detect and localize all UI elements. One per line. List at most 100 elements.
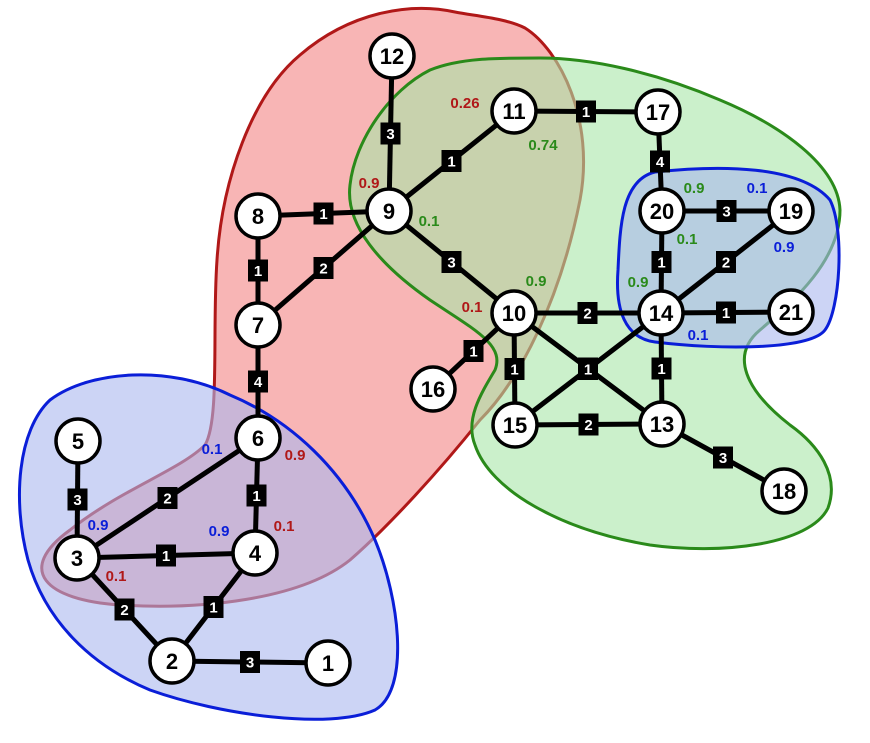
membership-value-node-14-blue: 0.1: [688, 327, 709, 344]
edge-weight-label: 1: [510, 362, 518, 379]
edge-weight-box: [504, 358, 525, 380]
graph-node-21: 21: [767, 288, 815, 336]
edge-weight-box: [313, 257, 334, 279]
graph-node-17: 17: [634, 88, 682, 136]
edge-weight-label: 1: [254, 263, 262, 280]
graph-node-9: 9: [365, 187, 413, 235]
node-circle: [638, 400, 686, 448]
edge-weight-label: 1: [319, 206, 327, 223]
edge-weight-label: 2: [583, 306, 591, 323]
edge-weight-box: [716, 251, 736, 273]
edge-weight-label: 3: [722, 204, 730, 221]
edge-weight-label: 1: [722, 305, 730, 322]
node-label: 15: [503, 413, 527, 438]
edge-weight-label: 1: [469, 344, 477, 361]
edge-weight-box: [313, 202, 334, 225]
node-circle: [638, 187, 686, 235]
graph-node-4: 4: [231, 529, 279, 577]
edge-weight-label: 3: [719, 450, 727, 467]
node-label: 2: [166, 649, 178, 674]
graph-node-8: 8: [234, 192, 282, 240]
membership-value-node-14-green: 0.9: [628, 274, 649, 291]
membership-value-node-20-blue: 0.1: [747, 180, 768, 197]
membership-value-node-10-green: 0.9: [526, 273, 547, 290]
edge-weight-box: [577, 302, 598, 324]
node-circle: [490, 87, 538, 135]
edge-weight-label: 1: [162, 548, 170, 565]
edge-weight-label: 1: [657, 361, 665, 378]
node-label: 19: [779, 199, 803, 224]
node-circle: [368, 32, 416, 80]
node-circle: [767, 288, 815, 336]
edge-weight-label: 3: [447, 255, 455, 272]
node-label: 3: [71, 546, 83, 571]
edge-weight-box: [578, 358, 598, 380]
membership-value-node-4-blue: 0.9: [209, 523, 230, 540]
edge-weight-box: [716, 200, 737, 222]
membership-value-node-3-red: 0.1: [106, 568, 127, 585]
graph-node-7: 7: [234, 301, 282, 349]
node-circle: [409, 365, 457, 413]
node-label: 10: [502, 301, 526, 326]
edge-weight-box: [114, 598, 135, 621]
edge-weight-box: [716, 301, 736, 324]
membership-value-node-6-blue: 0.1: [202, 441, 223, 458]
graph-node-20: 20: [638, 187, 686, 235]
edge-weight-label: 1: [584, 362, 592, 379]
edge-weight-box: [463, 340, 484, 362]
edge-weight-label: 1: [252, 488, 260, 505]
edge-weight-box: [651, 357, 672, 380]
node-circle: [148, 637, 196, 685]
membership-value-node-20-green: 0.9: [684, 180, 705, 197]
graph-node-16: 16: [409, 365, 457, 413]
edge-weight-label: 1: [209, 600, 217, 617]
membership-value-node-4-red: 0.1: [274, 518, 295, 535]
node-circle: [491, 401, 539, 449]
edge-weight-box: [156, 544, 176, 567]
node-label: 13: [650, 412, 674, 437]
edge-weight-box: [246, 484, 267, 507]
edge-weight-box: [67, 488, 88, 511]
membership-value-node-19-green: 0.1: [677, 231, 698, 248]
node-label: 6: [252, 426, 264, 451]
edge-weight-label: 1: [657, 255, 665, 272]
edge-weight-label: 3: [386, 126, 394, 143]
node-circle: [767, 187, 815, 235]
node-label: 5: [72, 429, 84, 454]
graph-node-13: 13: [638, 400, 686, 448]
edge-weight-label: 3: [73, 492, 81, 509]
edge-weight-box: [650, 150, 670, 173]
edge-weight-label: 1: [447, 154, 455, 171]
node-label: 16: [421, 377, 445, 402]
membership-value-node-3-blue: 0.9: [88, 517, 109, 534]
node-circle: [234, 301, 282, 349]
edge-weight-box: [248, 370, 268, 393]
node-circle: [637, 289, 685, 337]
node-label: 7: [252, 313, 264, 338]
node-label: 1: [322, 651, 334, 676]
node-label: 14: [649, 301, 674, 326]
node-circle: [304, 639, 352, 687]
node-label: 9: [383, 199, 395, 224]
node-label: 17: [646, 100, 670, 125]
membership-value-node-10-red: 0.1: [462, 299, 483, 316]
node-label: 21: [779, 300, 803, 325]
edge-weight-box: [651, 251, 672, 273]
edge-weight-label: 3: [246, 655, 254, 672]
membership-value-node-9-green: 0.1: [419, 213, 440, 230]
edge-weight-box: [576, 100, 596, 123]
edge-weight-label: 4: [656, 154, 665, 171]
graph-node-1: 1: [304, 639, 352, 687]
node-label: 20: [650, 199, 674, 224]
membership-value-node-6-red: 0.9: [285, 447, 306, 464]
edge-weight-label: 2: [319, 261, 327, 278]
edge-weight-box: [441, 251, 462, 273]
edge-weight-box: [713, 446, 733, 469]
node-circle: [760, 467, 808, 515]
node-label: 12: [380, 44, 404, 69]
community-region-blue-bottom-left: [17, 373, 400, 721]
edge-weight-label: 2: [584, 417, 592, 434]
edge-weight-box: [578, 413, 599, 436]
graph-node-10: 10: [490, 289, 538, 337]
